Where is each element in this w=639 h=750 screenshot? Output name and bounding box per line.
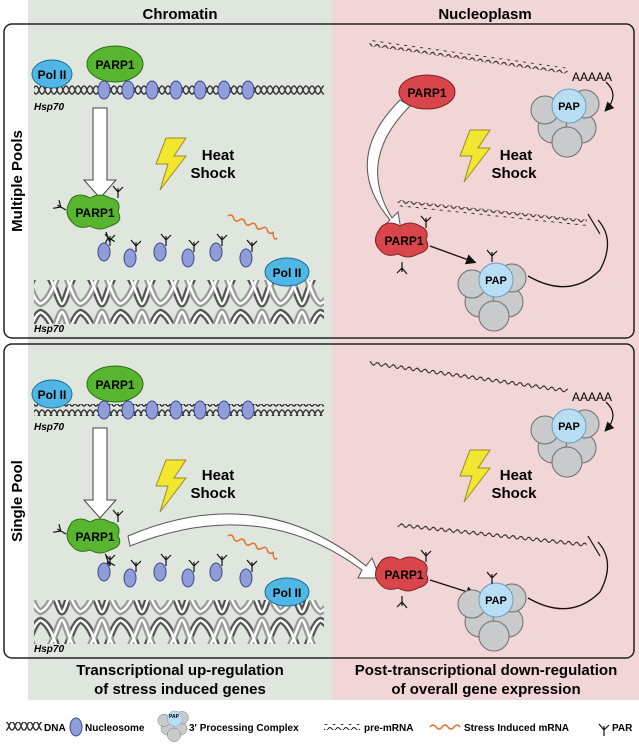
parp1-green-bottom [86,365,144,403]
row-label-multiple-pools: Multiple Pools [9,130,26,232]
premrna-bottom-1 [369,359,569,394]
shock-label-top: Shock [190,165,236,182]
footer-right-line1: Post-transcriptional down-regulation [355,662,618,679]
shock-label-bottom: Shock [190,485,236,502]
premrna-bottom-2 [397,522,587,548]
inhibition-line-bottom [527,541,609,610]
heat-label-top-right: Heat [500,147,533,164]
dna-helix-bottom [34,600,324,644]
down-arrow-top [82,107,118,199]
parp1-green-modified-bottom [66,518,121,554]
pap-label-top-2: PAP [485,275,507,287]
nucleoplasm-header: Nucleoplasm [438,6,531,23]
premrna-cut-bottom [587,535,601,557]
parp1-red-modified-top [375,222,429,258]
legend-nucleosome-label: Nucleosome [85,723,145,734]
inhibition-line-top [527,219,609,288]
legend-par-icon [598,723,610,737]
top-chromatin-group: Pol II PARP1 Hsp70 Heat Shock PARP1 [31,45,324,335]
hsp70-label-top: Hsp70 [34,102,64,113]
top-nucleoplasm-group: AAAAA PAP PARP1 Heat Shock PARP1 PAP [366,40,615,332]
parp1-red-label-top: PARP1 [407,86,446,100]
parp1-label-bottom: PARP1 [95,378,134,392]
stress-mrna-top [227,214,278,240]
parp1-red-modified-label-bottom: PARP1 [384,568,423,582]
pol2-helix-top [264,257,310,287]
bottom-chromatin-group: Pol II PARP1 Hsp70 Heat Shock PARP1 Po [31,365,381,655]
legend-dna-label: DNA [44,723,66,734]
footer-left-line2: of stress induced genes [94,681,266,698]
pol2-helix-label-bottom: Pol II [273,586,302,600]
polya-label-top: AAAAA [572,70,612,84]
nucleosomes-released-bottom [97,553,258,588]
pol2-top [31,59,73,89]
nucleosomes-bottom-dna [97,400,255,420]
shock-label-top-right: Shock [491,165,537,182]
row-label-single-pool: Single Pool [9,460,26,542]
parp1-red-modified-bottom [375,556,429,592]
legend-nucleosome-icon [69,717,83,737]
legend-complex-label: 3' Processing Complex [189,723,299,734]
pol2-label-bottom: Pol II [38,388,67,402]
pap-label-bottom-2: PAP [485,595,507,607]
hsp70-label-bottom: Hsp70 [34,422,64,433]
legend-stress-icon [429,724,461,730]
legend-par-label: PAR [612,723,633,734]
parp1-red-top [398,74,456,110]
pol2-helix-label-top: Pol II [273,266,302,280]
premrna-top-2 [397,200,587,226]
parp1-modified-label-bottom: PARP1 [75,530,114,544]
premrna-cut-top [587,213,601,235]
polya-arrow-bottom [604,401,615,432]
parp1-red-modified-label-top: PARP1 [384,234,423,248]
dna-helix-top [34,280,324,324]
parp1-green-modified-top [66,194,121,230]
parp1-modified-label-top: PARP1 [75,206,114,220]
footer-left-line1: Transcriptional up-regulation [76,662,284,679]
footer-right-line2: of overall gene expression [391,681,580,698]
legend-premrna-label: pre-mRNA [364,723,413,734]
hsp70-helix-label-bottom: Hsp70 [34,644,64,655]
black-arrow-top [429,245,477,265]
pol2-bottom [31,379,73,409]
stress-mrna-bottom [227,534,278,560]
polya-arrow-top [604,81,615,112]
pap-label-top-1: PAP [558,101,580,113]
legend-pap-label: PAP [169,714,180,720]
chromatin-header: Chromatin [143,6,218,23]
multiple-pools-frame [3,23,635,339]
heat-label-bottom: Heat [202,467,235,484]
pap-label-bottom-1: PAP [558,421,580,433]
legend-premrna-icon [324,724,360,730]
nucleosomes-top-dna [97,80,255,100]
parp1-label-top: PARP1 [95,58,134,72]
pol2-helix-bottom [264,577,310,607]
premrna-top-1 [369,40,569,74]
legend: DNA Nucleosome PAP 3' Processing Complex… [6,710,633,742]
down-arrow-bottom [82,427,118,519]
legend-stress-label: Stress Induced mRNA [464,723,569,734]
nucleosomes-released-top [97,233,258,268]
heat-label-top: Heat [202,147,235,164]
bottom-nucleoplasm-group: AAAAA PAP Heat Shock PARP1 PAP [369,359,615,652]
parp1-green-top [86,45,144,83]
hsp70-helix-label-top: Hsp70 [34,324,64,335]
pol2-label-top: Pol II [38,68,67,82]
shock-label-bottom-right: Shock [491,485,537,502]
single-pool-frame [3,343,635,659]
heat-label-bottom-right: Heat [500,467,533,484]
legend-dna-icon [6,722,42,732]
polya-label-bottom: AAAAA [572,390,612,404]
